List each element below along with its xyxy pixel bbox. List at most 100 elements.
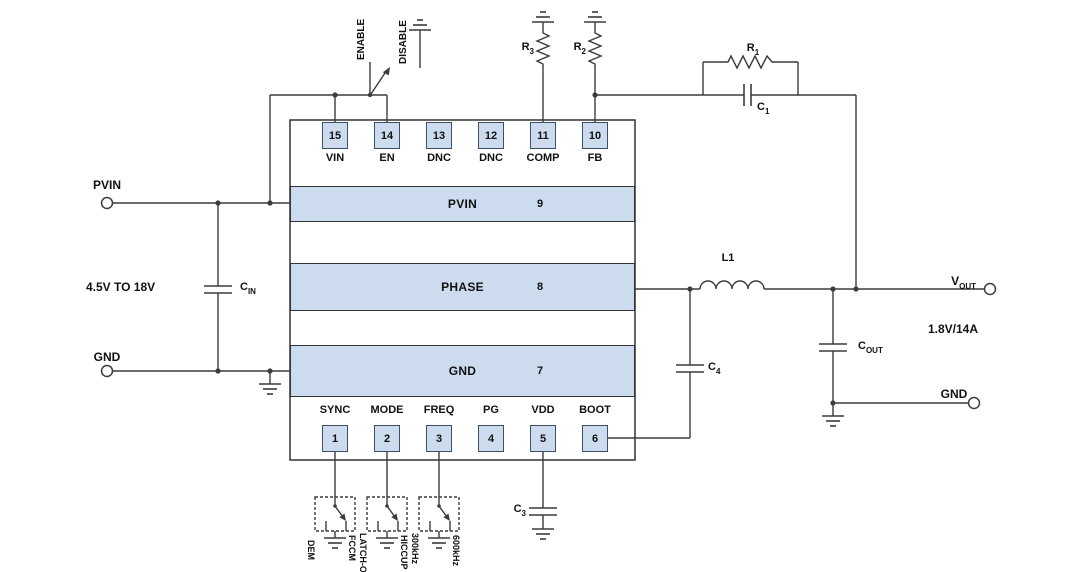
mode-option-latchoff: LATCH-OFF <box>358 533 368 572</box>
gnd-right-node-label: GND <box>940 387 968 401</box>
r1-label: R1 <box>737 42 769 58</box>
c1-sub: 1 <box>764 107 770 117</box>
pin-number-3: 3 <box>435 432 443 445</box>
pin-number-4: 4 <box>487 432 495 445</box>
vout-node-label: VOUT <box>936 274 976 292</box>
phase-bar-label: PHASE <box>441 280 484 294</box>
pin-box-3: 3 <box>426 425 452 452</box>
gnd-bar-pin-number: 7 <box>537 365 544 377</box>
pvin-bar-label: PVIN <box>447 197 478 211</box>
c4-capacitor-symbol <box>676 364 704 373</box>
r3-resistor-symbol <box>535 22 551 68</box>
disable-label: DISABLE <box>398 20 409 64</box>
enable-disable-switch-symbol <box>369 30 421 95</box>
freq-option-600khz: 600kHz <box>451 535 461 567</box>
vout-name: V <box>951 274 960 288</box>
input-ground-symbol <box>259 371 281 395</box>
phase-bar: PHASE 8 <box>290 263 635 311</box>
c4-label: C4 <box>708 361 721 377</box>
pin-label-mode: MODE <box>370 404 404 416</box>
pvin-node-label: PVIN <box>92 178 121 192</box>
junction-dots <box>215 92 859 406</box>
r2-label: R2 <box>558 41 586 57</box>
pin-number-6: 6 <box>591 432 599 445</box>
pin-label-vin: VIN <box>325 152 345 164</box>
r3-name: R <box>521 41 530 53</box>
freq-switch-symbol <box>418 496 460 549</box>
pin-number-14: 14 <box>380 129 394 142</box>
pin-box-6: 6 <box>582 425 608 452</box>
r3-sub: 3 <box>529 47 534 57</box>
pin-box-2: 2 <box>374 425 400 452</box>
c3-label: C3 <box>500 503 526 519</box>
pin-label-dnc1: DNC <box>427 152 451 164</box>
r1-resistor-symbol <box>725 54 778 70</box>
cin-sub: IN <box>247 287 256 297</box>
pin-number-11: 11 <box>537 129 549 142</box>
gnd-right-terminal <box>967 396 981 410</box>
pin-number-15: 15 <box>328 129 342 142</box>
gnd-bar-label: GND <box>448 364 477 378</box>
input-range-label: 4.5V TO 18V <box>86 280 156 294</box>
pin-label-vdd: VDD <box>531 404 555 416</box>
phase-bar-pin-number: 8 <box>537 281 544 293</box>
gnd-left-node-label: GND <box>93 350 121 364</box>
vout-sub: OUT <box>959 282 976 292</box>
c3-sub: 3 <box>521 509 526 519</box>
pin-number-10: 10 <box>588 129 602 142</box>
pin-label-pg: PG <box>483 404 499 416</box>
pin-box-10: 10 <box>582 122 608 149</box>
pin-box-15: 15 <box>322 122 348 149</box>
pin-number-5: 5 <box>539 432 547 445</box>
pin-label-en: EN <box>379 152 395 164</box>
pin-box-13: 13 <box>426 122 452 149</box>
pin-number-2: 2 <box>383 432 391 445</box>
pin-label-boot: BOOT <box>579 404 611 416</box>
r3-ground-symbol <box>532 11 554 23</box>
cin-label: CIN <box>240 281 256 297</box>
l1-inductor-symbol <box>699 280 765 290</box>
pin-label-dnc2: DNC <box>479 152 503 164</box>
cout-sub: OUT <box>865 346 883 356</box>
pin-label-freq: FREQ <box>423 404 455 416</box>
c1-capacitor-symbol <box>743 84 752 106</box>
sync-option-dem: DEM <box>306 540 316 560</box>
pin-box-4: 4 <box>478 425 504 452</box>
c4-name: C <box>708 361 716 373</box>
pin-box-11: 11 <box>530 122 556 149</box>
mode-switch-symbol <box>366 496 408 549</box>
cout-capacitor-symbol <box>819 343 847 352</box>
cout-name: C <box>858 340 866 352</box>
l1-label: L1 <box>721 252 735 264</box>
wires <box>112 61 984 508</box>
pvin-bar-pin-number: 9 <box>537 198 544 210</box>
disable-ground-symbol <box>409 19 431 31</box>
c1-label: C1 <box>757 101 770 117</box>
r2-resistor-symbol <box>587 22 603 68</box>
cin-capacitor-symbol <box>204 285 232 294</box>
sync-switch-symbol <box>314 496 356 549</box>
pin-label-sync: SYNC <box>319 404 351 416</box>
c3-capacitor-symbol <box>529 507 557 516</box>
pin-box-12: 12 <box>478 122 504 149</box>
pin-box-14: 14 <box>374 122 400 149</box>
cin-name: C <box>240 281 248 293</box>
r2-sub: 2 <box>581 47 586 57</box>
pin-number-1: 1 <box>331 432 339 445</box>
gnd-bar: GND 7 <box>290 345 635 397</box>
pvin-bar: PVIN 9 <box>290 186 635 222</box>
pin-label-fb: FB <box>587 152 603 164</box>
r2-ground-symbol <box>584 11 606 23</box>
pvin-terminal <box>100 196 114 210</box>
c3-ground-symbol <box>532 515 554 540</box>
pin-box-5: 5 <box>530 425 556 452</box>
pin-label-comp: COMP <box>526 152 560 164</box>
cout-ground-symbol <box>822 403 844 427</box>
c4-sub: 4 <box>715 367 721 377</box>
r2-name: R <box>573 41 582 53</box>
r1-name: R <box>746 42 755 54</box>
r1-sub: 1 <box>754 48 760 58</box>
pin-number-12: 12 <box>484 129 498 142</box>
c3-name: C <box>513 503 522 515</box>
pin-box-1: 1 <box>322 425 348 452</box>
